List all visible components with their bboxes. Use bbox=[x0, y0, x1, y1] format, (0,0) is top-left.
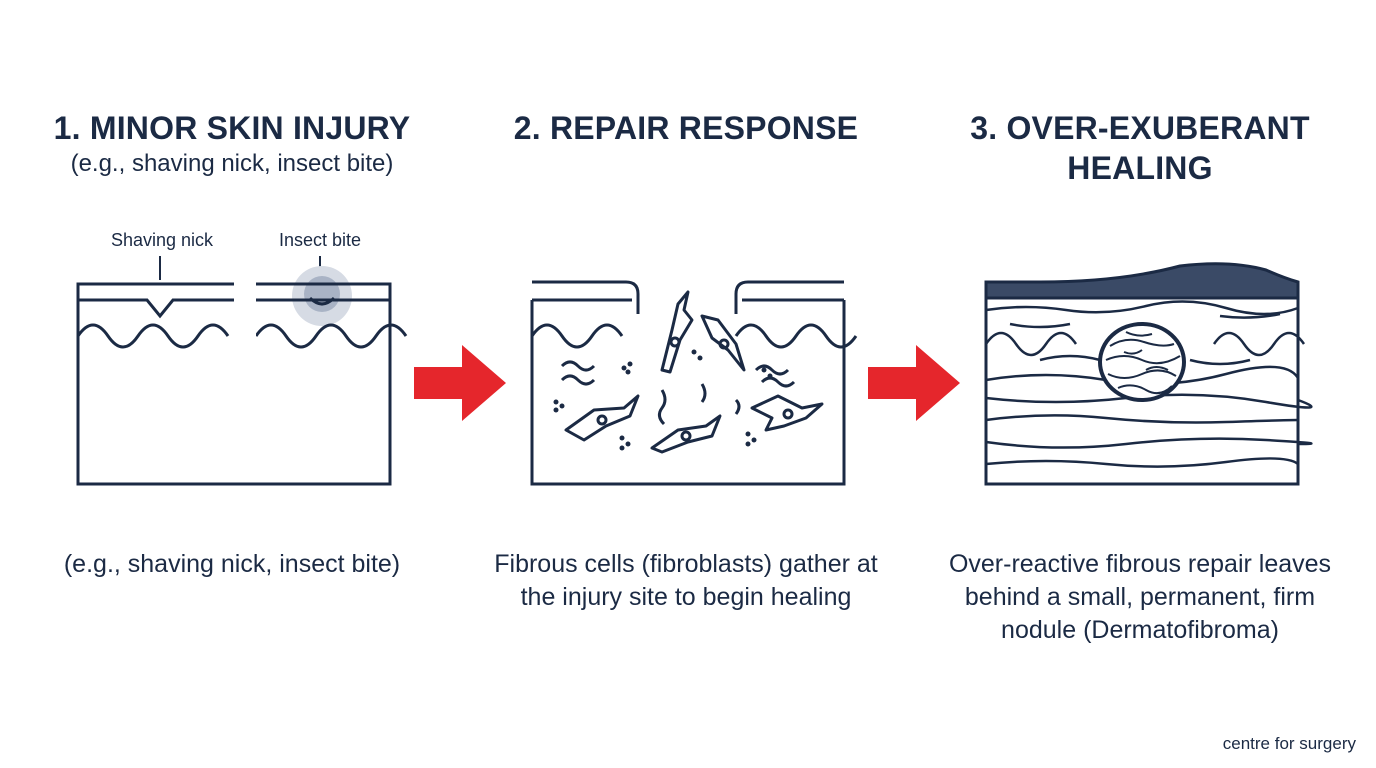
fibroblast-cell bbox=[750, 394, 824, 432]
fibroblast-cell bbox=[660, 290, 694, 374]
panel-3-title: 3. OVER-EXUBERANT HEALING bbox=[970, 110, 1310, 186]
panel-1-caption: (e.g., shaving nick, insect bite) bbox=[63, 550, 401, 578]
dermal-junction bbox=[530, 323, 858, 349]
repair-response-illustration bbox=[530, 280, 858, 486]
arrow-right-icon bbox=[414, 345, 506, 421]
panel-1-title: 1. MINOR SKIN INJURY bbox=[53, 110, 411, 146]
panel-minor-skin-injury: 1. MINOR SKIN INJURY (e.g., shaving nick… bbox=[12, 0, 452, 768]
fibroblast-cell bbox=[700, 314, 746, 372]
fibroblast-cell bbox=[564, 394, 640, 442]
arrow-right-icon bbox=[868, 345, 960, 421]
skin-injury-illustration: Shaving nick Insect bite bbox=[76, 230, 408, 486]
panel-3-caption: Over-reactive fibrous repair leaves behi… bbox=[948, 550, 1332, 644]
shaving-nick-label: Shaving nick bbox=[111, 230, 214, 250]
insect-bite-label: Insect bite bbox=[279, 230, 361, 250]
fibroblast-cell bbox=[650, 414, 722, 454]
panel-repair-response: 2. REPAIR RESPONSE bbox=[466, 0, 906, 768]
insect-bite-core bbox=[304, 276, 340, 312]
footer-brand: centre for surgery bbox=[1222, 734, 1356, 753]
raised-epidermis bbox=[984, 262, 1300, 300]
shaving-nick-cut bbox=[78, 298, 234, 319]
panel-2-caption: Fibrous cells (fibroblasts) gather at th… bbox=[494, 550, 878, 611]
panel-2-title: 2. REPAIR RESPONSE bbox=[513, 110, 859, 146]
panel-1-subtitle: (e.g., shaving nick, insect bite) bbox=[70, 150, 394, 177]
dermatofibroma-nodule bbox=[1098, 322, 1186, 402]
panel-over-exuberant-healing: 3. OVER-EXUBERANT HEALING Over-reactive … bbox=[920, 0, 1360, 768]
nodule-fibers bbox=[1105, 331, 1181, 395]
dermatofibroma-illustration bbox=[984, 262, 1313, 486]
dermal-junction bbox=[76, 323, 408, 349]
